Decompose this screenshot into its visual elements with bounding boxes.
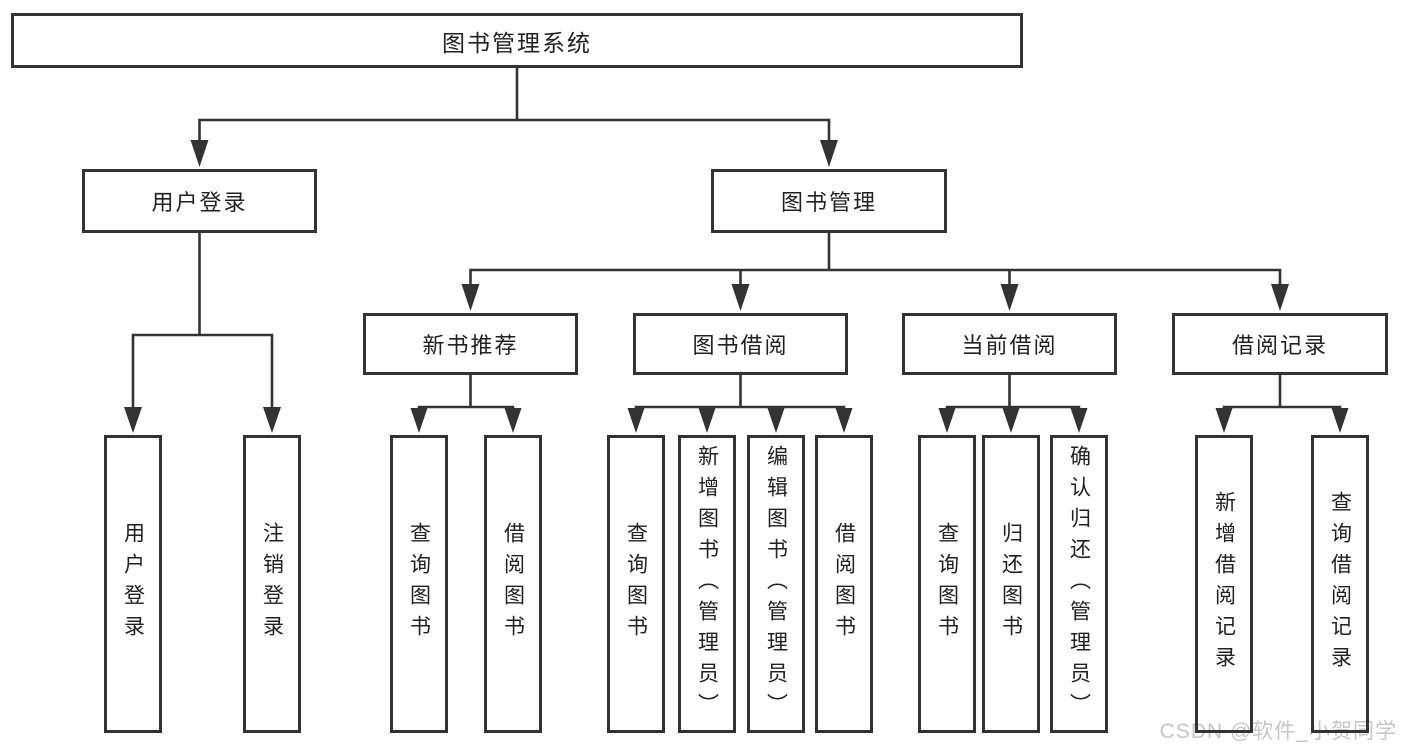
- arrowhead: [124, 407, 142, 433]
- arrowhead: [938, 408, 956, 433]
- node-label: 图书管理系统: [442, 29, 592, 56]
- arrowheads: [124, 140, 1349, 433]
- arrowhead: [1215, 408, 1233, 433]
- leaf-label: 归还图书: [999, 522, 1023, 646]
- leaf-label: 查询借阅记录: [1328, 491, 1352, 677]
- edge-book-mgmt-to-level3: [469, 233, 1282, 294]
- leaf-add-borrow-record: 新增借阅记录: [1195, 435, 1253, 733]
- leaf-return-book: 归还图书: [982, 435, 1040, 733]
- node-current-borrowing: 当前借阅: [902, 313, 1117, 375]
- edge-user-login-to-leaves: [131, 233, 274, 416]
- arrowhead: [190, 140, 209, 167]
- node-label: 图书管理: [780, 190, 877, 215]
- arrowhead: [263, 407, 281, 433]
- leaf-query-book-current: 查询图书: [918, 435, 976, 733]
- edge-book-borrow-to-leaves: [634, 375, 846, 418]
- arrowhead: [1271, 284, 1289, 311]
- node-label: 用户登录: [151, 190, 248, 215]
- leaf-label: 注销登录: [260, 522, 284, 646]
- node-label: 新书推荐: [422, 333, 519, 358]
- node-book-management: 图书管理: [711, 169, 947, 233]
- arrowhead: [835, 408, 853, 433]
- leaf-label: 查询图书: [935, 522, 959, 646]
- arrowhead: [1070, 408, 1088, 433]
- arrowhead: [1331, 408, 1349, 433]
- node-new-book-recommend: 新书推荐: [363, 313, 578, 375]
- leaf-label: 编辑图书（管理员）: [764, 444, 788, 724]
- node-library-management-system: 图书管理系统: [11, 13, 1023, 68]
- leaf-label: 新增借阅记录: [1212, 491, 1236, 677]
- arrowhead: [820, 140, 838, 167]
- leaf-label: 借阅图书: [832, 522, 856, 646]
- arrowhead: [698, 408, 716, 433]
- leaf-edit-book-admin: 编辑图书（管理员）: [747, 435, 805, 733]
- arrowhead: [504, 408, 522, 433]
- leaf-label: 查询图书: [407, 522, 431, 646]
- edge-root-to-level2: [198, 68, 831, 150]
- leaf-user-login: 用户登录: [104, 435, 162, 733]
- node-label: 借阅记录: [1231, 333, 1328, 358]
- node-borrowing-records: 借阅记录: [1172, 313, 1388, 375]
- arrowhead: [410, 408, 428, 433]
- leaf-label: 确认归还（管理员）: [1067, 444, 1091, 724]
- edge-new-book-rec-to-leaves: [417, 375, 515, 418]
- csdn-watermark: CSDN @软件_小贺同学: [1159, 720, 1397, 743]
- leaf-query-book-borrowing: 查询图书: [607, 435, 665, 733]
- arrowhead: [767, 408, 785, 433]
- arrowhead: [627, 408, 645, 433]
- leaf-label: 新增图书（管理员）: [695, 444, 719, 724]
- leaf-borrow-book-recommend: 借阅图书: [484, 435, 542, 733]
- leaf-query-borrow-record: 查询借阅记录: [1311, 435, 1369, 733]
- arrowhead: [461, 284, 480, 311]
- node-user-login: 用户登录: [82, 169, 317, 233]
- node-label: 当前借阅: [961, 333, 1058, 358]
- leaf-logout: 注销登录: [243, 435, 301, 733]
- leaf-label: 查询图书: [624, 522, 648, 646]
- leaf-query-book-recommend: 查询图书: [390, 435, 448, 733]
- edge-borrow-record-to-leaves: [1222, 375, 1342, 418]
- leaf-borrow-book: 借阅图书: [815, 435, 873, 733]
- leaf-label: 用户登录: [121, 522, 145, 646]
- arrowhead: [1002, 408, 1020, 433]
- arrowhead: [1000, 284, 1019, 311]
- leaf-label: 借阅图书: [501, 522, 525, 646]
- arrowhead: [731, 284, 750, 311]
- leaf-add-book-admin: 新增图书（管理员）: [678, 435, 736, 733]
- node-label: 图书借阅: [692, 333, 789, 358]
- leaf-confirm-return-admin: 确认归还（管理员）: [1050, 435, 1108, 733]
- node-book-borrowing: 图书借阅: [633, 313, 848, 375]
